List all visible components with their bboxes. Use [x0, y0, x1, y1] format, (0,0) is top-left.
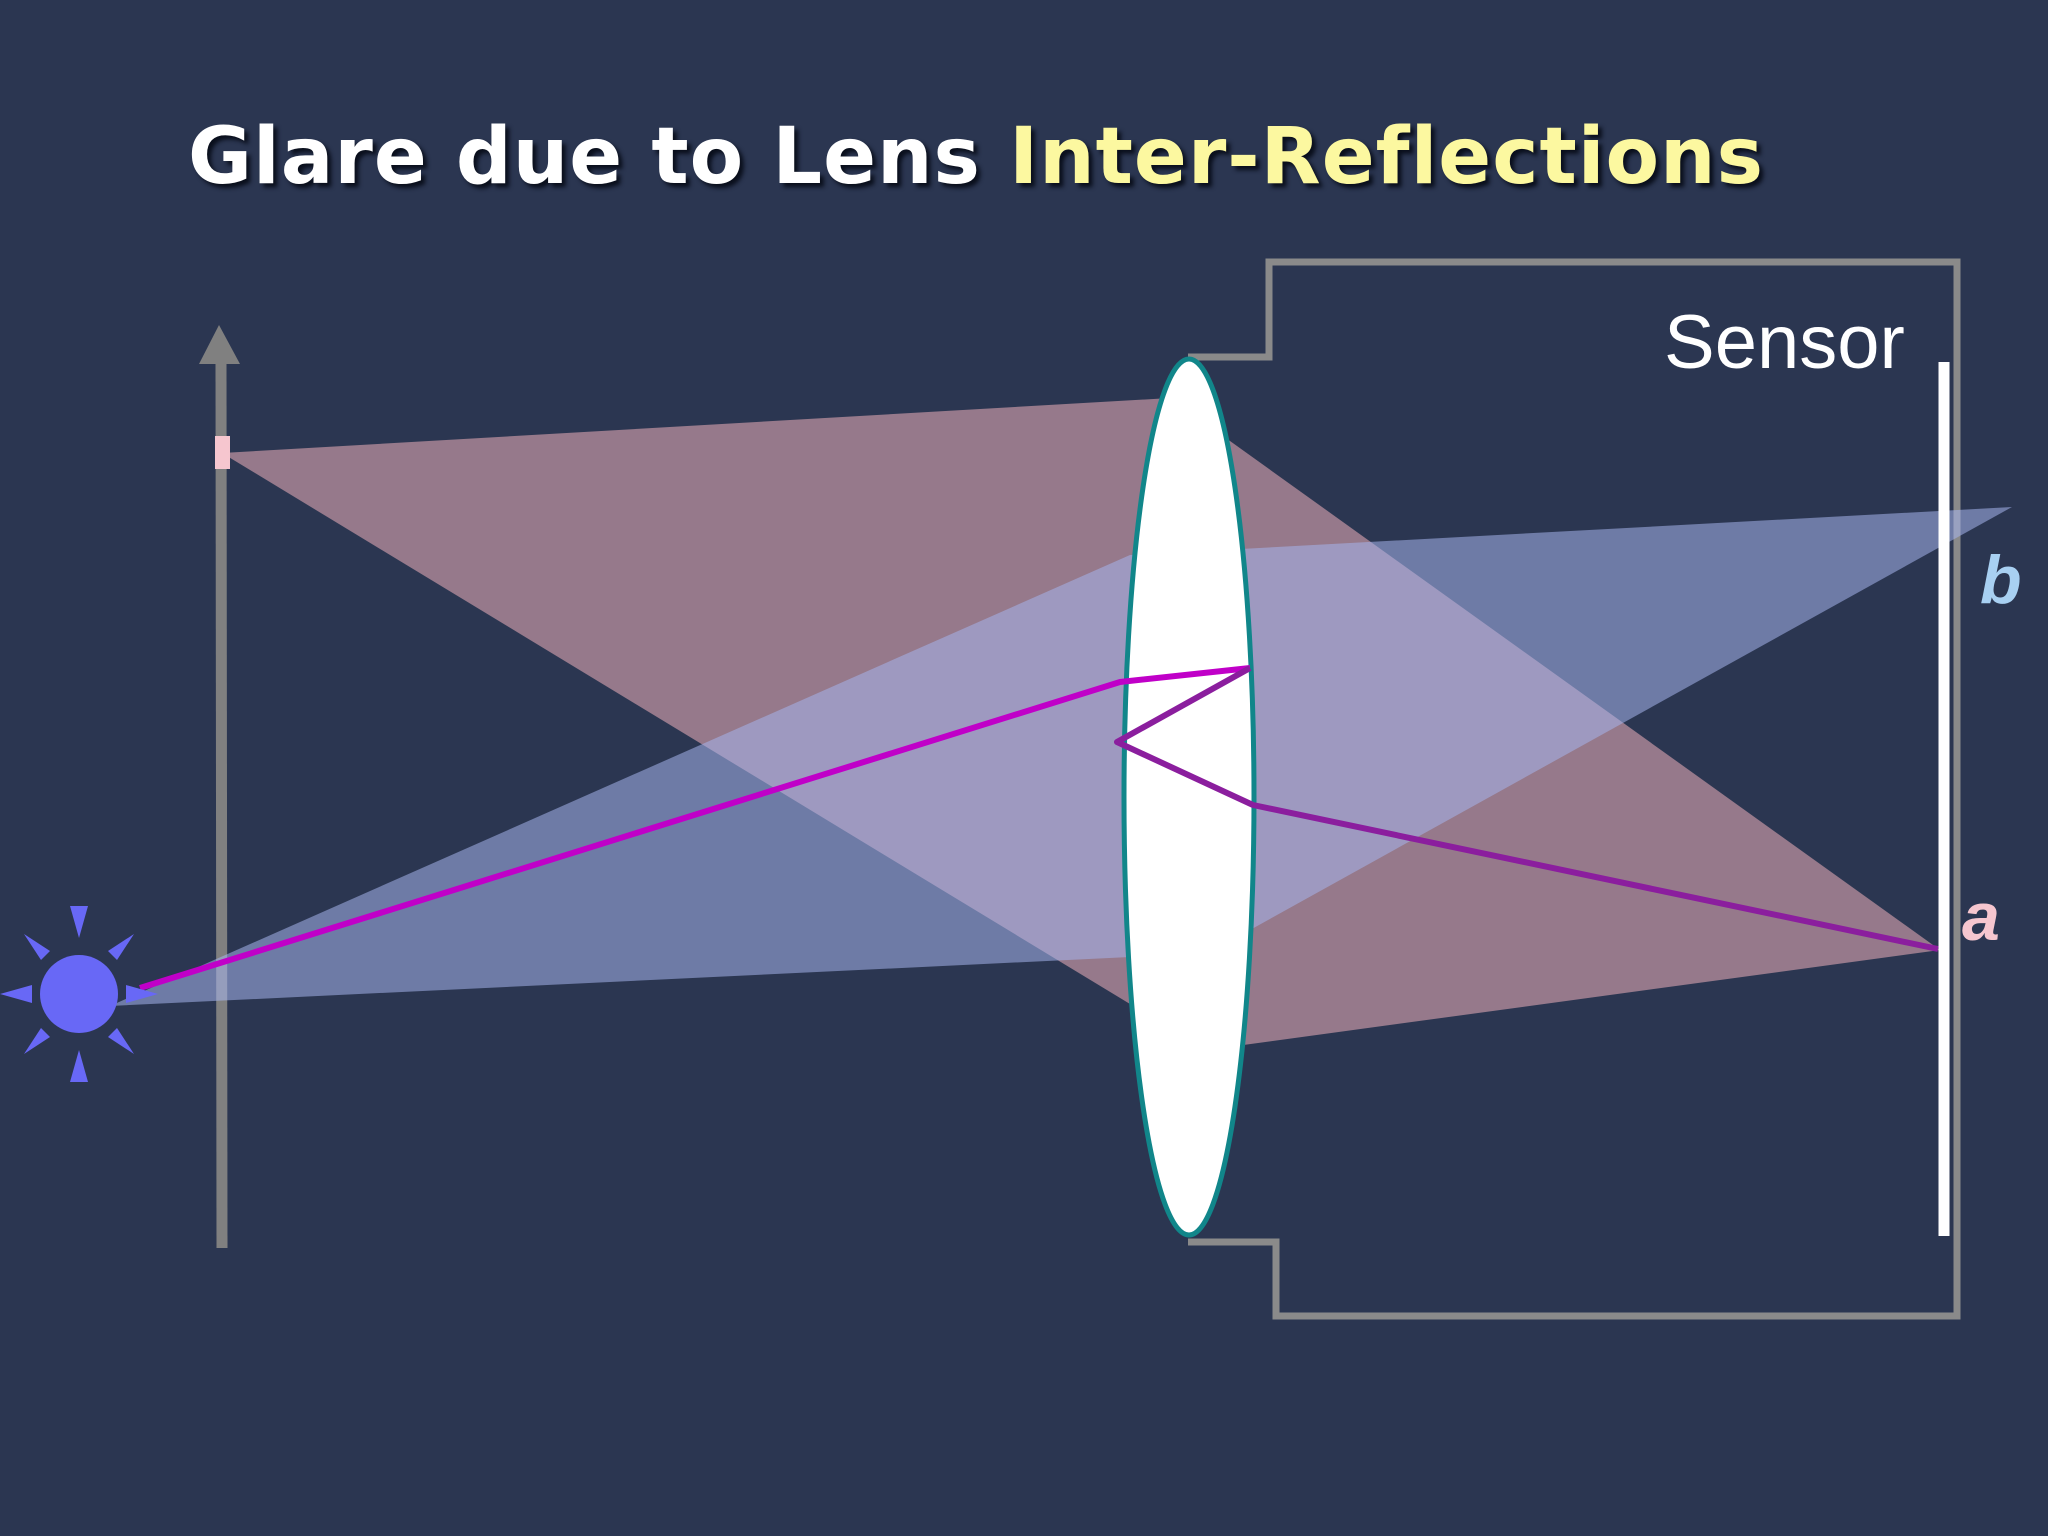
title-part-1: Glare due to Lens: [188, 112, 1010, 202]
point-a-label: a: [1962, 879, 2000, 955]
object-point: [215, 436, 230, 469]
slide-title: Glare due to Lens Inter-Reflections: [188, 112, 1764, 202]
point-b-label: b: [1980, 542, 2022, 618]
incident-ray: [139, 665, 1251, 991]
sun-icon: [0, 906, 158, 1082]
up-arrow-icon: [199, 325, 240, 1249]
lens: [1121, 356, 1257, 1238]
sensor-label: Sensor: [1664, 300, 1905, 385]
title-highlight: Inter-Reflections: [1009, 112, 1765, 202]
inter-reflected-ray: [1114, 665, 1939, 952]
source-glare-cone: [110, 507, 2012, 1006]
camera-body: [1188, 258, 1961, 1320]
